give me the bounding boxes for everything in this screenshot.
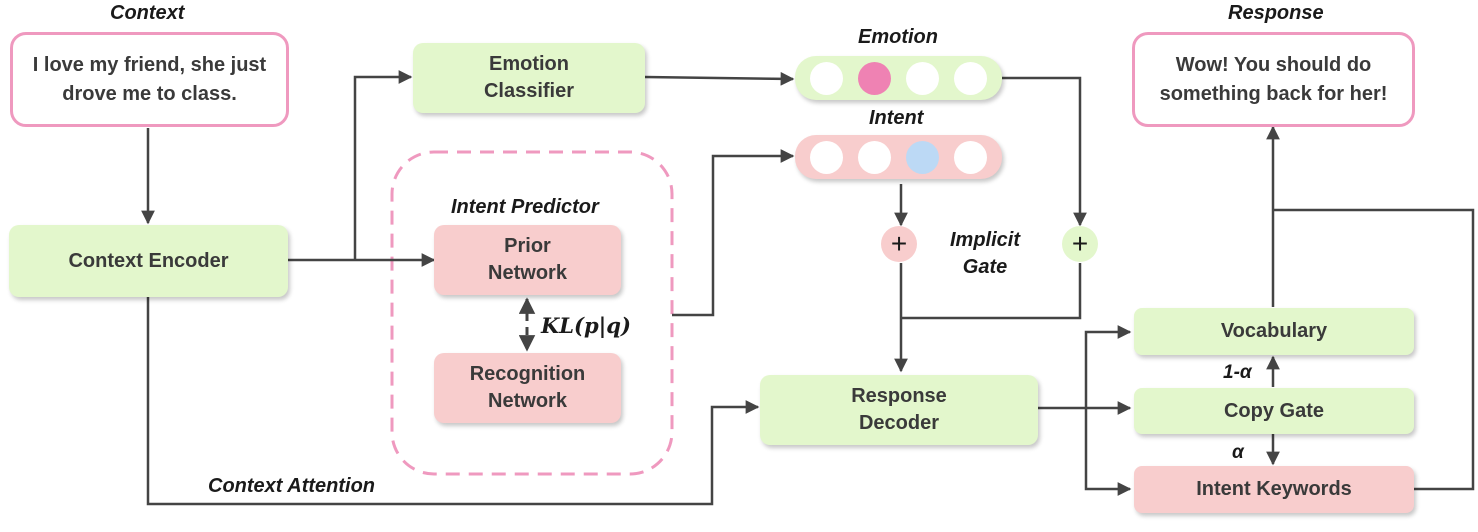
context-encoder-box: Context Encoder bbox=[9, 225, 288, 297]
emotion-plus-node: + bbox=[1062, 226, 1098, 262]
context-attention-label: Context Attention bbox=[208, 475, 376, 497]
arrow-encoder-to-emotion bbox=[353, 70, 413, 260]
context-label: Context bbox=[110, 2, 185, 24]
arrow-predictor-to-intent-vector bbox=[672, 149, 795, 317]
arrow-decoder-to-vocabulary bbox=[1084, 325, 1132, 408]
line-keywords-to-response bbox=[1273, 208, 1475, 491]
intent-slot bbox=[858, 140, 891, 174]
emotion-label: Emotion bbox=[858, 26, 938, 48]
response-label: Response bbox=[1228, 2, 1324, 24]
recognition-network-box: Recognition Network bbox=[434, 353, 621, 423]
line-plus-merge bbox=[901, 263, 1082, 320]
intent-vector bbox=[795, 135, 1002, 179]
arrow-emotion-to-plus bbox=[1002, 76, 1087, 227]
alpha-label: α bbox=[1232, 442, 1244, 463]
intent-predictor-label: Intent Predictor bbox=[451, 196, 599, 218]
prior-network-box: Prior Network bbox=[434, 225, 621, 295]
emotion-slot bbox=[954, 61, 987, 95]
context-bubble: I love my friend, she just drove me to c… bbox=[10, 32, 289, 127]
response-decoder-box: Response Decoder bbox=[760, 375, 1038, 445]
emotion-vector bbox=[795, 56, 1002, 100]
arrow-context-attention bbox=[146, 297, 760, 506]
intent-predictor-boundary bbox=[390, 150, 674, 476]
intent-label: Intent bbox=[869, 107, 924, 129]
kl-divergence-label: KL(p|q) bbox=[541, 313, 631, 338]
arrow-decoder-to-keywords bbox=[1084, 408, 1132, 496]
copy-gate-box: Copy Gate bbox=[1134, 388, 1414, 434]
emotion-slot bbox=[810, 61, 843, 95]
intent-slot bbox=[810, 140, 843, 174]
arrow-classifier-to-emotion-vector bbox=[644, 71, 795, 86]
emotion-slot bbox=[906, 61, 939, 95]
emotion-classifier-box: Emotion Classifier bbox=[413, 43, 645, 113]
intent-slot-active bbox=[906, 140, 939, 174]
emotion-slot-active bbox=[858, 61, 891, 95]
one-minus-alpha-label: 1-α bbox=[1223, 362, 1252, 383]
intent-plus-node: + bbox=[881, 226, 917, 262]
response-bubble: Wow! You should do something back for he… bbox=[1132, 32, 1415, 127]
intent-slot bbox=[954, 140, 987, 174]
implicit-gate-label: Implicit Gate bbox=[950, 229, 1021, 278]
intent-keywords-box: Intent Keywords bbox=[1134, 466, 1414, 513]
vocabulary-box: Vocabulary bbox=[1134, 308, 1414, 355]
